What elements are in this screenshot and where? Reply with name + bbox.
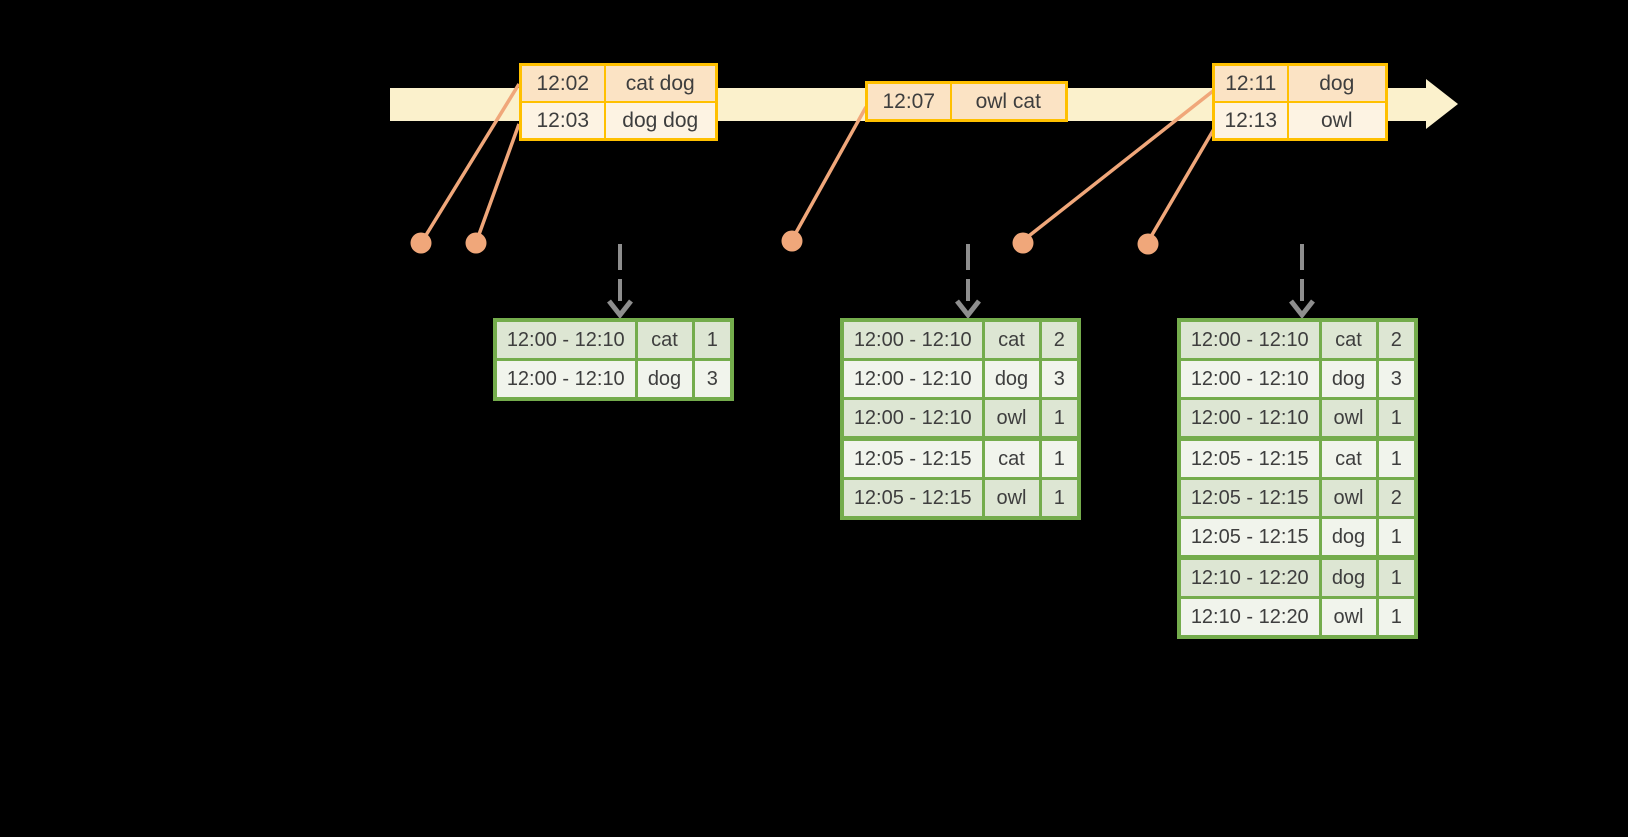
count-cell: 1: [1375, 596, 1418, 639]
event-connector-line: [1023, 89, 1215, 241]
window-cell: 12:05 - 12:15: [1177, 516, 1322, 559]
count-cell: 3: [1038, 358, 1081, 400]
word-cell: dog: [1318, 516, 1379, 559]
window-cell: 12:00 - 12:10: [840, 397, 985, 440]
window-cell: 12:05 - 12:15: [840, 436, 985, 480]
count-cell: 1: [1038, 477, 1081, 520]
word-cell: owl: [981, 477, 1042, 520]
event-words-cell: owl: [1286, 101, 1388, 141]
count-cell: 1: [691, 318, 734, 361]
event-connector-line: [791, 106, 868, 239]
window-cell: 12:00 - 12:10: [1177, 318, 1322, 361]
event-time-cell: 12:07: [865, 81, 952, 122]
trigger-arrow-icon: [1289, 244, 1315, 320]
event-words-cell: dog dog: [603, 101, 718, 141]
word-cell: owl: [1318, 397, 1379, 440]
word-cell: cat: [1318, 318, 1379, 361]
trigger-arrow-icon: [955, 244, 981, 320]
window-cell: 12:00 - 12:10: [840, 318, 985, 361]
count-cell: 1: [1375, 397, 1418, 440]
window-cell: 12:10 - 12:20: [1177, 596, 1322, 639]
count-cell: 2: [1375, 477, 1418, 519]
count-cell: 1: [1038, 436, 1081, 480]
count-cell: 3: [1375, 358, 1418, 400]
count-cell: 1: [1375, 555, 1418, 599]
window-cell: 12:00 - 12:10: [1177, 397, 1322, 440]
event-time-cell: 12:13: [1212, 101, 1289, 141]
word-cell: cat: [634, 318, 695, 361]
event-connector-line: [1147, 128, 1216, 241]
event-dot-icon: [781, 230, 803, 252]
count-cell: 1: [1375, 436, 1418, 480]
window-cell: 12:00 - 12:10: [840, 358, 985, 400]
event-words-cell: owl cat: [949, 81, 1068, 122]
count-cell: 3: [691, 358, 734, 401]
window-cell: 12:05 - 12:15: [1177, 436, 1322, 480]
window-cell: 12:05 - 12:15: [840, 477, 985, 520]
word-cell: dog: [981, 358, 1042, 400]
word-cell: owl: [981, 397, 1042, 440]
window-cell: 12:00 - 12:10: [1177, 358, 1322, 400]
event-time-cell: 12:02: [519, 63, 606, 103]
count-cell: 1: [1038, 397, 1081, 440]
word-cell: cat: [981, 436, 1042, 480]
event-dot-icon: [410, 232, 432, 254]
event-dot-icon: [1137, 233, 1159, 255]
count-cell: 2: [1375, 318, 1418, 361]
window-cell: 12:00 - 12:10: [493, 358, 638, 401]
window-cell: 12:10 - 12:20: [1177, 555, 1322, 599]
count-cell: 2: [1038, 318, 1081, 361]
word-cell: cat: [981, 318, 1042, 361]
event-connector-line: [421, 83, 521, 241]
event-time-cell: 12:03: [519, 101, 606, 141]
word-cell: dog: [1318, 555, 1379, 599]
event-dot-icon: [1012, 232, 1034, 254]
event-words-cell: cat dog: [603, 63, 718, 103]
window-cell: 12:05 - 12:15: [1177, 477, 1322, 519]
event-words-cell: dog: [1286, 63, 1388, 103]
word-cell: owl: [1318, 596, 1379, 639]
word-cell: owl: [1318, 477, 1379, 519]
trigger-arrow-icon: [607, 244, 633, 320]
word-cell: dog: [634, 358, 695, 401]
window-cell: 12:00 - 12:10: [493, 318, 638, 361]
event-time-cell: 12:11: [1212, 63, 1289, 103]
timeline-arrowhead-icon: [1426, 79, 1458, 129]
event-dot-icon: [465, 232, 487, 254]
word-cell: cat: [1318, 436, 1379, 480]
event-connector-line: [475, 123, 521, 241]
word-cell: dog: [1318, 358, 1379, 400]
count-cell: 1: [1375, 516, 1418, 559]
